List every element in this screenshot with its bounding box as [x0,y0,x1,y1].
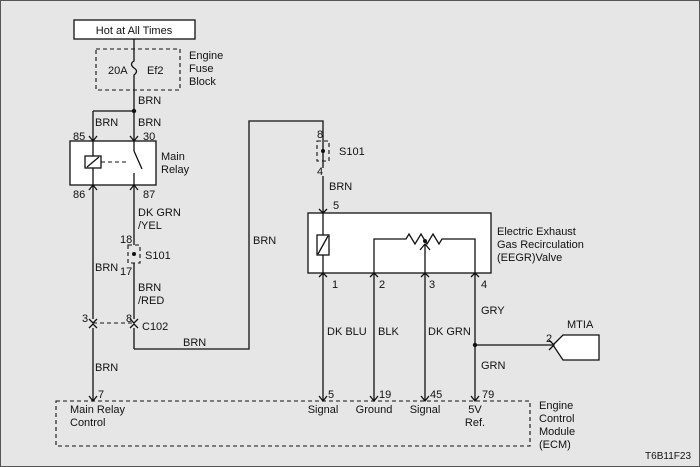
ecm-pin-marks [318,395,480,403]
wire-label-gry: GRY [481,305,505,317]
wire-label-relay86: BRN [95,262,118,274]
wire-label-relay30: BRN [138,117,161,129]
fuse-block-outline [95,48,181,91]
wire-harness-brn [134,120,324,350]
mtia-label: MTIA [567,319,594,331]
wire-label-relay85: BRN [95,117,118,129]
fuse-rating: 20A [108,65,128,77]
relay-name-2: Relay [161,164,190,176]
s101-upper-pin-8: 8 [317,129,323,141]
wire-label-c102-ecm: BRN [95,362,118,374]
fuse-block-label-1: Engine [189,50,223,62]
wire-label-brnred-2: /RED [138,295,164,307]
c102-name: C102 [142,321,168,333]
wire-label-dkblu: DK BLU [327,326,367,338]
ecm-pin45-label: Signal [410,404,441,416]
wire-label-harness-mid: BRN [253,235,276,247]
relay-pin-85: 85 [73,131,85,143]
wire-label-dkgrn-2: /YEL [138,220,162,232]
main-relay-box [69,140,157,186]
ecm-box-outline [55,400,531,447]
ecm-name-2: Control [539,413,574,425]
s101-lower-pin-17: 17 [120,266,132,278]
relay-top-connector-marks [88,135,139,143]
s101-upper-pin-4: 4 [317,166,323,178]
ecm-pin-19: 19 [379,389,391,401]
mtia-junction-dot [472,342,478,348]
s101-lower-node [132,252,136,256]
ecm-pin7-label-1: Main Relay [70,404,126,416]
fuse-id: Ef2 [147,65,164,77]
eegr-valve-box [307,212,492,274]
ecm-pin7-label-2: Control [70,417,105,429]
valve-position-potentiometer [373,232,476,273]
valve-pin-4: 4 [481,279,487,291]
valve-solenoid-diagonal [317,235,329,255]
ecm-name-3: Module [539,426,575,438]
figure-id: T6B11F23 [645,451,691,462]
fuse-ef2-symbol [130,49,138,90]
valve-pin-2: 2 [379,279,385,291]
relay-pin-86: 86 [73,189,85,201]
hot-at-all-times-label: Hot at All Times [96,25,173,37]
ecm-pin-5: 5 [328,389,334,401]
c102-pin-3: 3 [82,313,88,325]
ecm-pin-79: 79 [482,389,494,401]
relay-pin-30: 30 [143,131,155,143]
wire-label-dkgrn: DK GRN [428,326,471,338]
wire-label-brnred-1: BRN [138,282,161,294]
relay-name-1: Main [161,151,185,163]
valve-name-3: (EEGR)Valve [497,252,562,264]
wire-label-fuse-out: BRN [138,95,161,107]
s101-lower-pin-18: 18 [120,234,132,246]
ecm-pin-7: 7 [98,389,104,401]
fuse-block-label-3: Block [189,76,216,88]
wire-label-blk: BLK [378,326,399,338]
valve-name-2: Gas Recirculation [497,239,584,251]
valve-pin-3: 3 [429,279,435,291]
wire-label-dkgrn-1: DK GRN [138,207,181,219]
valve-pot-wiper-arrow [419,242,431,251]
c102-pin-8: 8 [126,313,132,325]
wire-label-grn: GRN [481,360,506,372]
junction-dot [131,108,137,114]
valve-pot-node [423,239,427,243]
ecm-pin-45: 45 [430,389,442,401]
c102-mark-top [88,318,139,324]
wire-label-s101-valve: BRN [329,181,352,193]
relay-bottom-connector-marks [88,183,139,191]
relay-coil-diagonal [86,156,100,168]
valve-name-1: Electric Exhaust [497,226,576,238]
mtia-connector [552,334,600,361]
s101-upper-node [321,149,325,153]
ecm-pin79-label-1: 5V [468,404,482,416]
s101-upper-name: S101 [339,146,365,158]
ecm-name-4: (ECM) [539,439,571,451]
ecm-pin19-label: Ground [356,404,393,416]
fuse-block-label-2: Fuse [189,63,213,75]
mtia-pin-mark [548,339,555,351]
c102-mark-bottom [88,323,139,329]
valve-pin-1: 1 [332,279,338,291]
s101-lower-name: S101 [145,250,171,262]
wire-label-harness-bottom: BRN [183,337,206,349]
ecm-pin5-label: Signal [308,404,339,416]
relay-switch-contact [133,150,143,170]
ecm-pin79-label-2: Ref. [465,417,485,429]
relay-pin-87: 87 [143,189,155,201]
valve-pin-5: 5 [333,200,339,212]
ecm-name-1: Engine [539,400,573,412]
mtia-pin-2: 2 [546,333,552,345]
